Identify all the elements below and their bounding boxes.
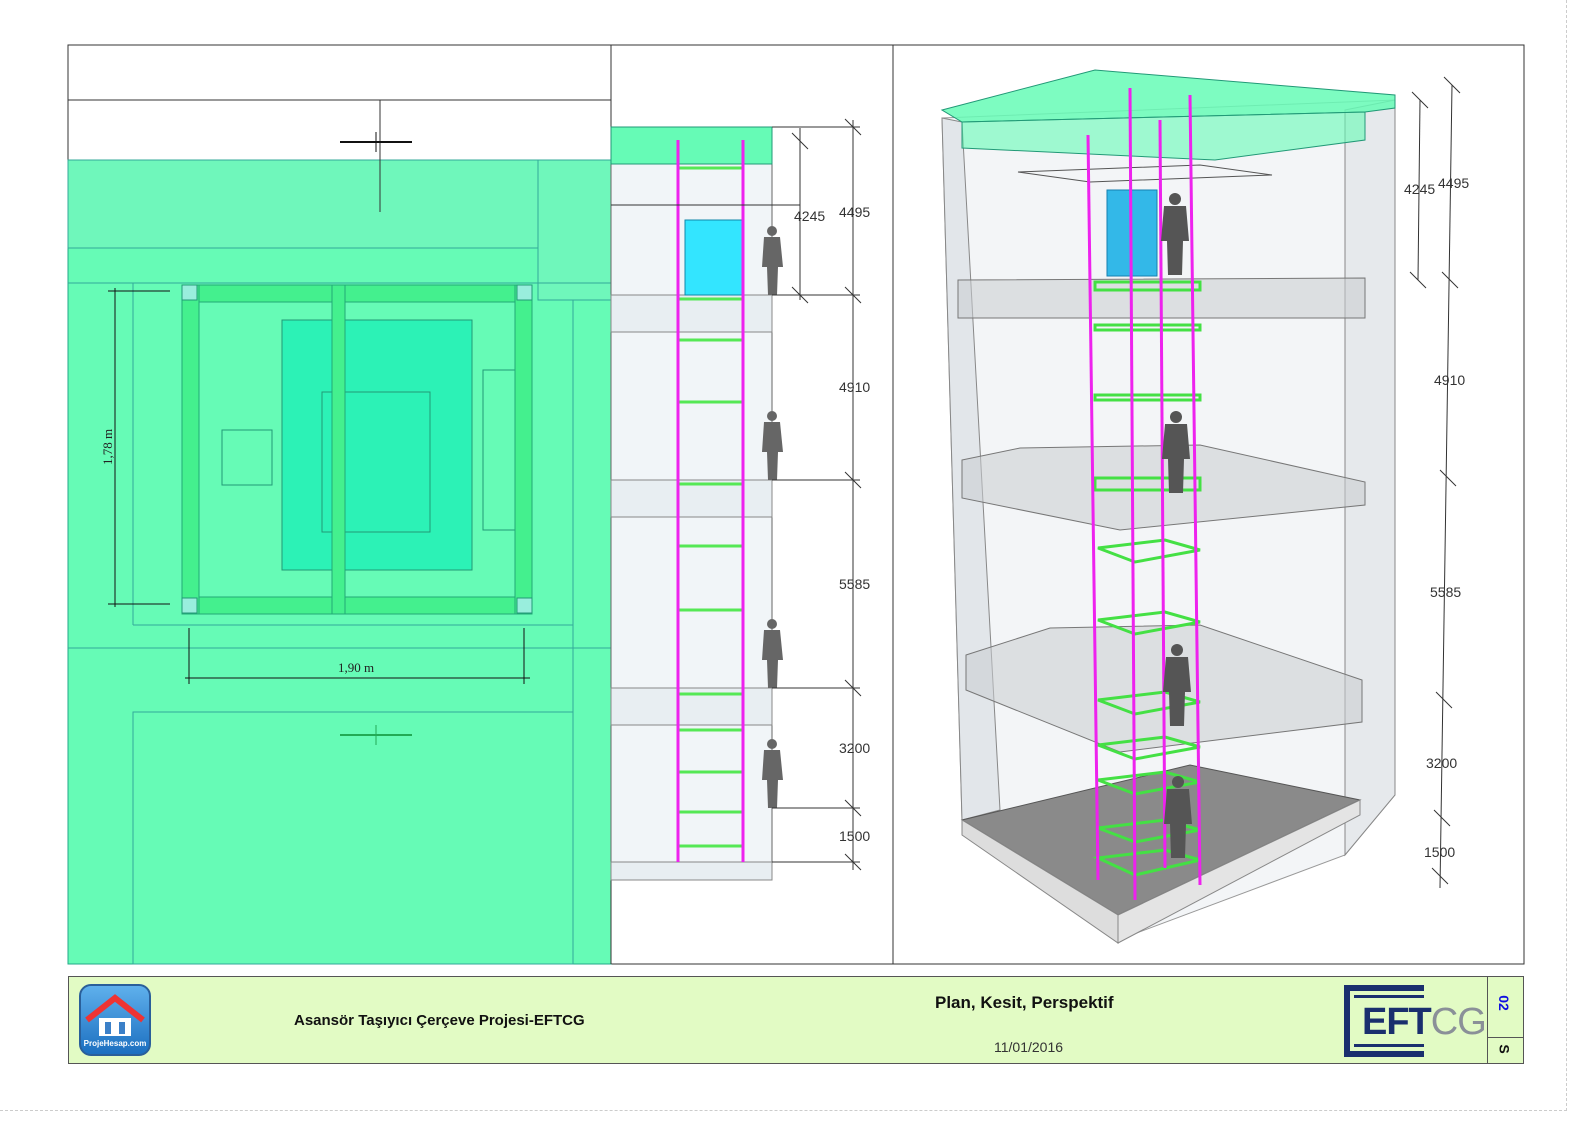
perspective-view: 4495 4245 4910 5585 3200 1500 [940, 69, 1469, 944]
sheet-letter-cell: S [1487, 1037, 1524, 1063]
sheet-number-cell: 02 [1487, 977, 1524, 1038]
projehesap-logo: ProjeHesap.com [79, 984, 151, 1056]
section-roof-slab [610, 126, 773, 165]
title-block: ProjeHesap.com Asansör Taşıyıcı Çerçeve … [68, 976, 1524, 1064]
plan-view: 1,78 m 1,90 m [67, 99, 612, 965]
section-view: 4495 4245 4910 5585 3200 1500 [610, 45, 894, 964]
sheet-border [0, 0, 1567, 1111]
section-dim-1500: 1500 [839, 828, 870, 844]
brand-mark-icon [1344, 985, 1424, 1057]
brand-accent: CG [1430, 1001, 1487, 1043]
perspective-dim-4910: 4910 [1434, 372, 1465, 388]
brand-main: EFT [1362, 1001, 1432, 1043]
perspective-persons [1161, 193, 1192, 858]
perspective-dim-1500: 1500 [1424, 844, 1455, 860]
plan-depth-label: 1,78 m [100, 429, 115, 465]
sheet-number: 02 [1495, 995, 1512, 1011]
section-rungs [678, 166, 743, 848]
person-silhouettes [762, 226, 783, 808]
sheet-title: Plan, Kesit, Perspektif [935, 993, 1114, 1012]
section-dim-4245: 4245 [794, 208, 825, 224]
section-dim-5585: 5585 [839, 576, 870, 592]
eftcg-logo: EFTCG [1344, 983, 1487, 1059]
elevator-cabin-plan [281, 319, 473, 571]
plan-width-label: 1,90 m [338, 660, 374, 675]
perspective-columns [1086, 87, 1202, 901]
house-icon [85, 994, 145, 1036]
logo-label: ProjeHesap.com [83, 1039, 147, 1048]
section-dim-3200: 3200 [839, 740, 870, 756]
perspective-dim-5585: 5585 [1430, 584, 1461, 600]
perspective-dim-4495: 4495 [1438, 175, 1469, 191]
perspective-dim-4245: 4245 [1404, 181, 1435, 197]
section-elevator-car [684, 219, 744, 296]
perspective-dim-3200: 3200 [1426, 755, 1457, 771]
section-dim-4910: 4910 [839, 379, 870, 395]
sheet-letter: S [1496, 1044, 1513, 1054]
project-title: Asansör Taşıyıcı Çerçeve Projesi-EFTCG [294, 1012, 585, 1029]
sheet-date: 11/01/2016 [994, 1039, 1064, 1055]
section-dim-4495: 4495 [839, 204, 870, 220]
